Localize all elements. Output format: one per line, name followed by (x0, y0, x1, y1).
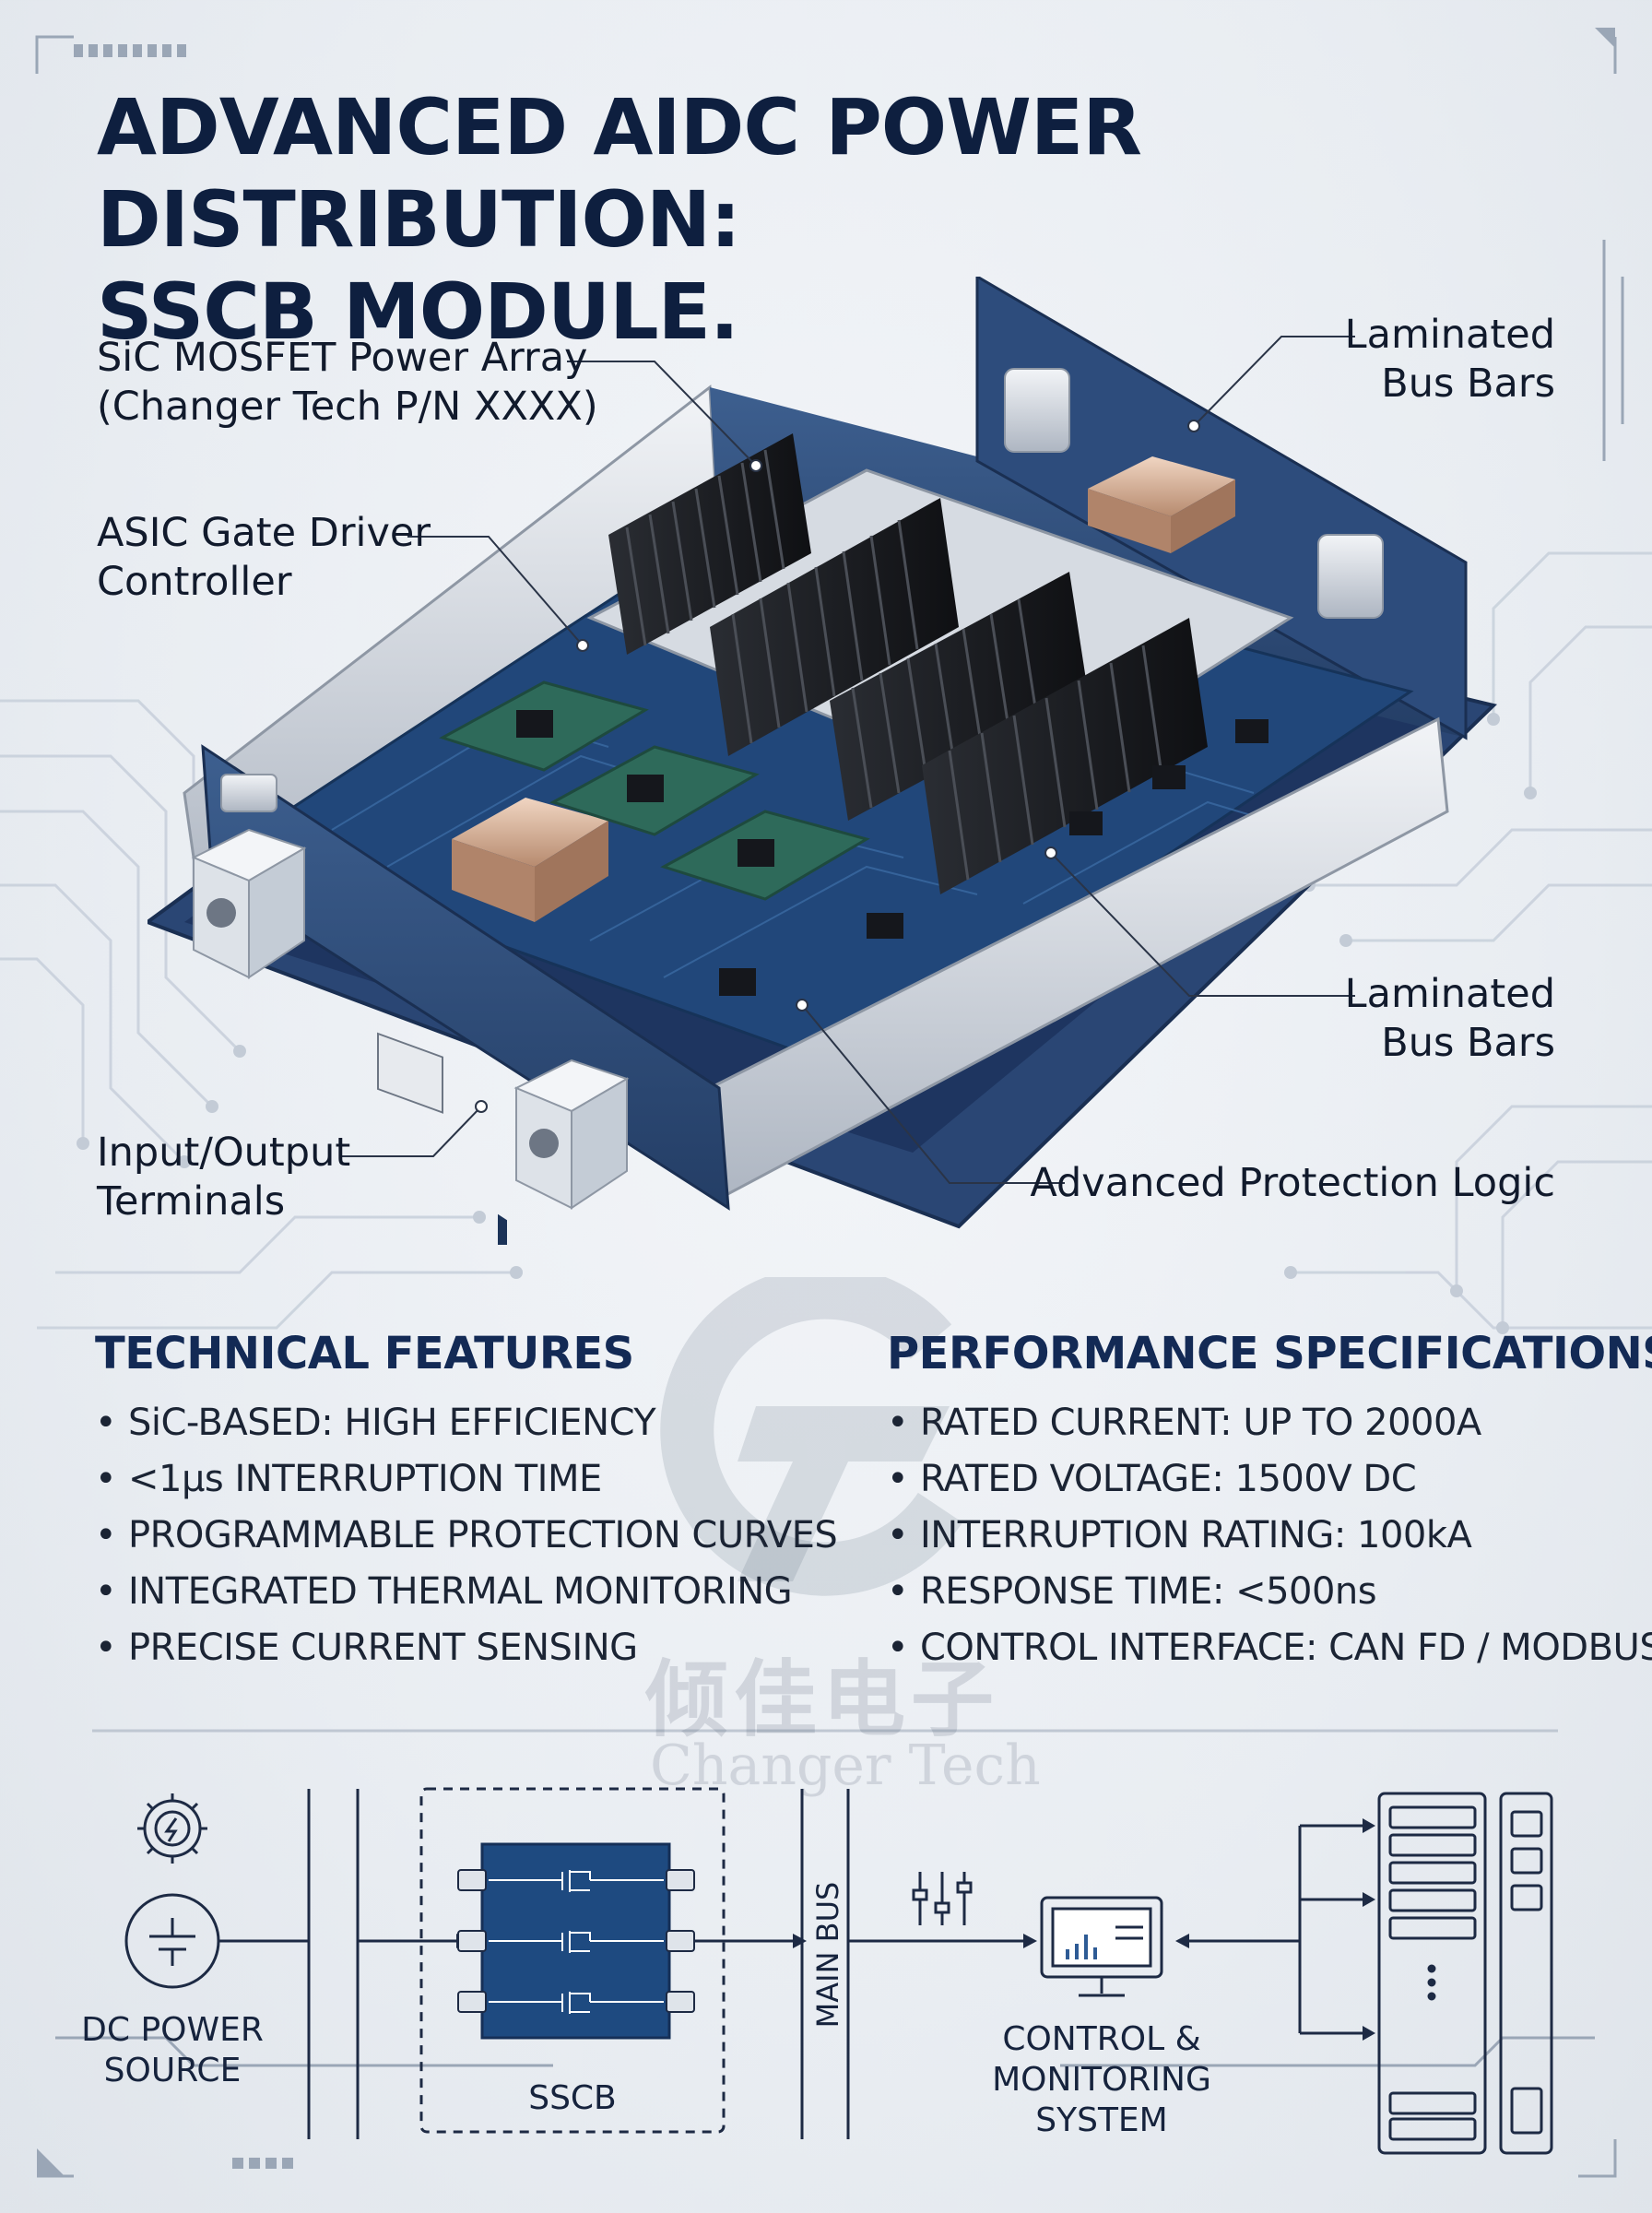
spec-item: RESPONSE TIME: <500ns (887, 1564, 1652, 1620)
input-output-terminal-blocks (191, 828, 630, 1210)
control-line-1: CONTROL & (1002, 2020, 1201, 2058)
system-block-diagram (124, 1787, 1553, 2155)
specs-list: RATED CURRENT: UP TO 2000A RATED VOLTAGE… (887, 1395, 1652, 1676)
features-list: SiC-BASED: HIGH EFFICIENCY <1μs INTERRUP… (95, 1395, 838, 1676)
heatsink-array (608, 433, 1208, 894)
callout-asic-gate-driver: ASIC Gate Driver Controller (97, 509, 431, 607)
spec-item: RATED VOLTAGE: 1500V DC (887, 1451, 1652, 1508)
feature-item: PROGRAMMABLE PROTECTION CURVES (95, 1508, 838, 1564)
callout-io-line-1: Input/Output (97, 1130, 351, 1176)
server-rack-icon (1377, 1792, 1553, 2155)
spec-item: CONTROL INTERFACE: CAN FD / MODBUS (887, 1620, 1652, 1676)
feature-item: SiC-BASED: HIGH EFFICIENCY (95, 1395, 837, 1451)
gear-bolt-icon (137, 1793, 207, 1864)
callout-protection-line: Advanced Protection Logic (1030, 1160, 1555, 1206)
asic-gate-driver-boards (439, 680, 870, 901)
copper-bus-bar-top (1088, 456, 1235, 553)
callout-sic-line-1: SiC MOSFET Power Array (97, 335, 588, 381)
monitor-icon (1040, 1896, 1163, 1997)
callout-busbar-top-line-1: Laminated (1344, 312, 1555, 358)
features-heading: TECHNICAL FEATURES (95, 1328, 634, 1379)
mosfet-icon (489, 1870, 664, 2014)
callout-bus-bars-mid: Laminated Bus Bars (1272, 970, 1555, 1068)
callout-protection-logic: Advanced Protection Logic (1014, 1159, 1555, 1208)
spec-item: RATED CURRENT: UP TO 2000A (887, 1395, 1652, 1451)
feature-item: INTEGRATED THERMAL MONITORING (95, 1564, 837, 1620)
feature-item: <1μs INTERRUPTION TIME (95, 1451, 837, 1508)
feature-item: PRECISE CURRENT SENSING (95, 1620, 837, 1676)
callout-bus-bars-top: Laminated Bus Bars (1272, 311, 1555, 408)
callout-io-line-2: Terminals (97, 1178, 286, 1225)
sscb-module-illustration (148, 277, 1497, 1245)
sscb-label: SSCB (528, 2079, 617, 2117)
specs-heading: PERFORMANCE SPECIFICATIONS (887, 1328, 1652, 1379)
copper-bus-bar-front (452, 798, 608, 922)
control-monitoring-label: CONTROL & MONITORING SYSTEM (973, 2019, 1231, 2141)
dc-power-source-label: DC POWER SOURCE (80, 2010, 265, 2091)
callout-sic-mosfet-array: SiC MOSFET Power Array (Changer Tech P/N… (97, 334, 598, 432)
control-line-3: SYSTEM (1035, 2101, 1168, 2139)
sliders-icon (912, 1872, 973, 1925)
page-title: ADVANCED AIDC POWER DISTRIBUTION: SSCB M… (97, 81, 1590, 358)
control-line-2: MONITORING (992, 2061, 1211, 2099)
watermark-english: Changer Tech (650, 1734, 1041, 1798)
callout-asic-line-1: ASIC Gate Driver (97, 510, 431, 556)
sscb-block (457, 1842, 695, 2040)
dc-symbol-icon (124, 1893, 220, 1989)
callout-busbar-top-line-2: Bus Bars (1381, 361, 1555, 407)
control-connector (377, 1032, 443, 1114)
dc-source-line-2: SOURCE (103, 2052, 242, 2089)
callout-busbar-mid-line-1: Laminated (1344, 971, 1555, 1017)
callout-leader-lines (339, 336, 1355, 1184)
title-line-1: ADVANCED AIDC POWER DISTRIBUTION: (97, 82, 1142, 265)
callout-asic-line-2: Controller (97, 559, 292, 605)
callout-io-terminals: Input/Output Terminals (97, 1129, 350, 1226)
spec-item: INTERRUPTION RATING: 100kA (887, 1508, 1652, 1564)
main-bus-label: MAIN BUS (810, 1881, 845, 2029)
dc-source-line-1: DC POWER (81, 2011, 264, 2049)
callout-sic-line-2: (Changer Tech P/N XXXX) (97, 384, 598, 430)
callout-busbar-mid-line-2: Bus Bars (1381, 1020, 1555, 1066)
title-line-2: SSCB MODULE. (97, 266, 739, 357)
